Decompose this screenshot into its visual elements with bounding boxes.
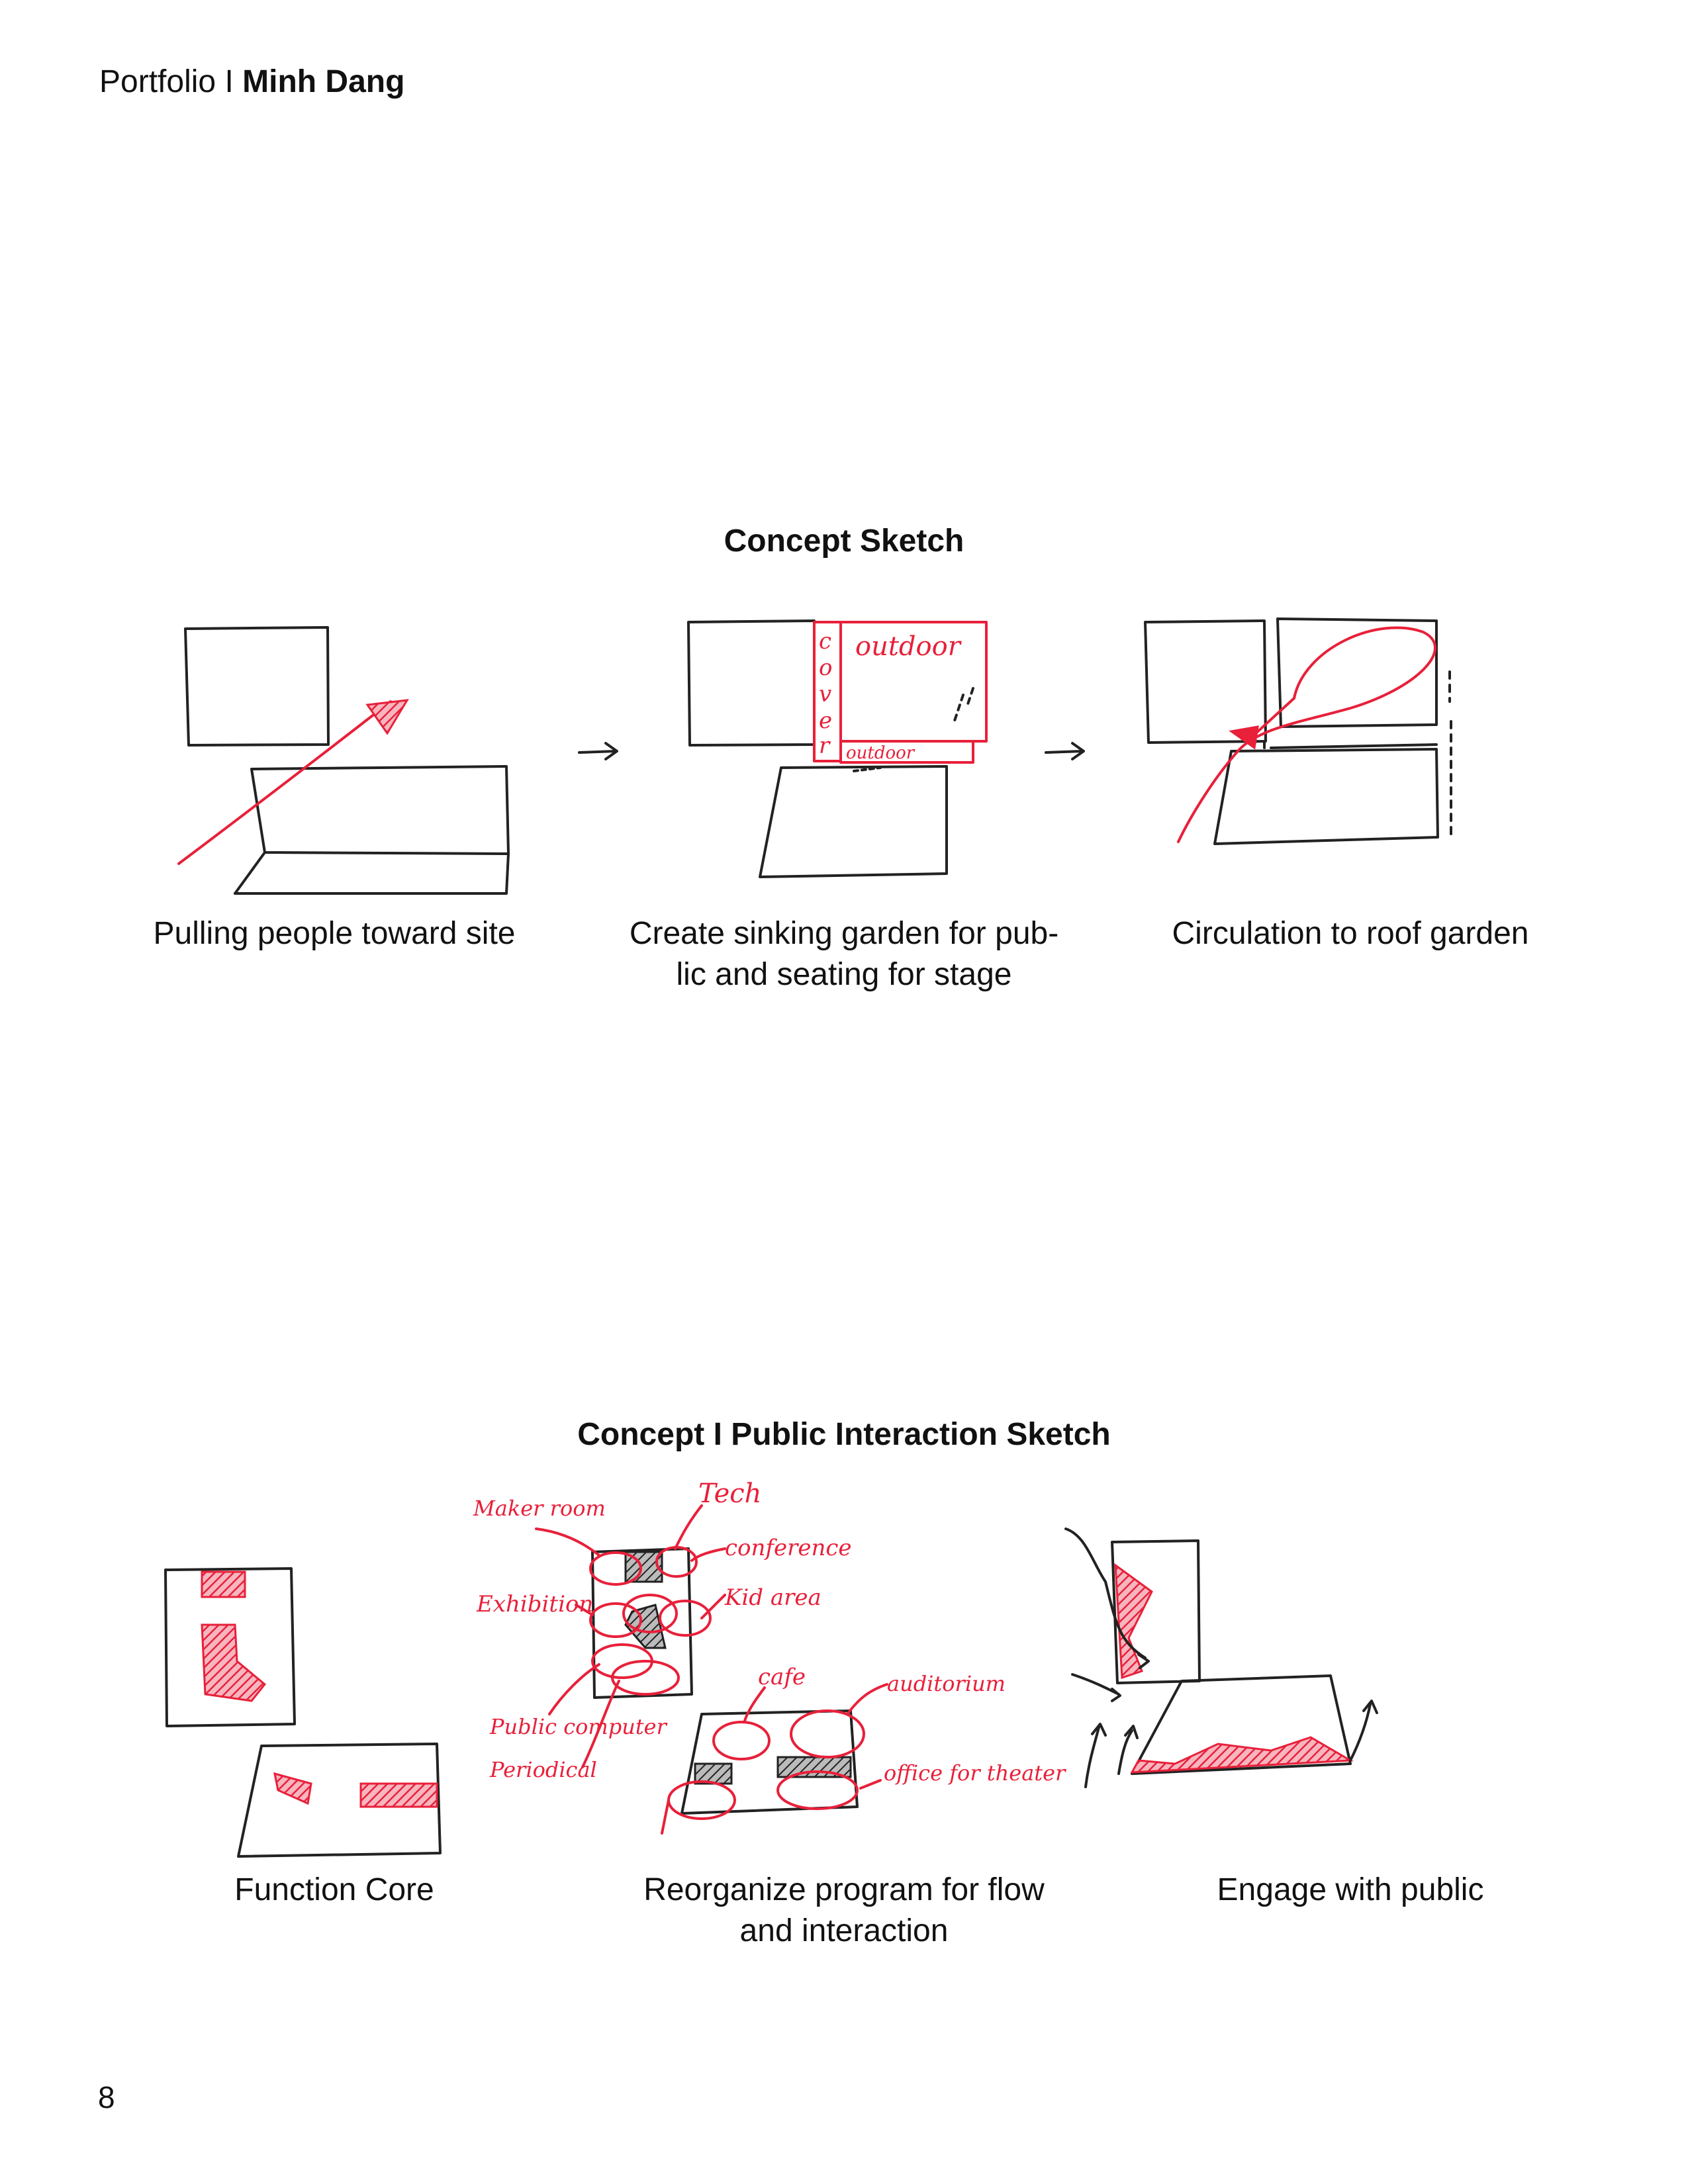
svg-text:e: e xyxy=(819,707,832,734)
sketch-building-block xyxy=(591,1547,693,1699)
flow-arrow-icon xyxy=(1045,742,1085,760)
sketch-site-plane xyxy=(759,765,948,878)
caption-function-core: Function Core xyxy=(234,1872,434,1907)
label-outdoor-bottom: outdoor xyxy=(846,743,915,763)
label-cafe: cafe xyxy=(758,1664,806,1690)
sketch-circulation-path xyxy=(1177,626,1436,843)
label-outdoor-top: outdoor xyxy=(855,631,962,662)
page-header: Portfolio I Minh Dang xyxy=(99,66,404,98)
sketch-building-block xyxy=(164,1567,296,1727)
sketch-program-bubble xyxy=(790,1709,865,1758)
sketch-program-bubble xyxy=(622,1594,678,1633)
sketch-site-plane xyxy=(1131,1674,1352,1775)
sketch-building-block xyxy=(1144,619,1267,744)
sketch-engage-hatch xyxy=(1114,1563,1153,1680)
label-public-computer: Public computer xyxy=(489,1714,668,1739)
sketch-program-bubble xyxy=(659,1600,712,1637)
sketch-program-bubble xyxy=(712,1721,771,1760)
section-title-public-interaction: Concept I Public Interaction Sketch xyxy=(577,1417,1111,1452)
sketch-site-plane xyxy=(237,1743,442,1858)
sketch-line xyxy=(234,852,510,895)
label-kid-area: Kid area xyxy=(724,1584,821,1611)
sketch-site-plane xyxy=(1213,748,1439,845)
sketch-roof-block xyxy=(1276,617,1438,728)
sketch-building-block xyxy=(687,619,816,747)
sketch-program-bubble xyxy=(611,1660,680,1696)
label-maker-room: Maker room xyxy=(473,1496,606,1521)
sketch-program-bubble xyxy=(589,1551,642,1586)
sketch-core-hatch xyxy=(273,1772,312,1805)
svg-text:v: v xyxy=(819,681,831,707)
sketch-arrow-path xyxy=(177,700,392,865)
label-tech: Tech xyxy=(698,1479,761,1509)
svg-text:r: r xyxy=(819,733,831,759)
sketch-program-bubble xyxy=(776,1770,859,1810)
sketch-sinking-garden: c o v e r outdoor outdoor xyxy=(687,619,988,878)
flow-arrow-icon xyxy=(578,742,618,760)
label-periodical: Periodical xyxy=(489,1757,597,1782)
sketch-program-reorganization: Maker room Tech conference Exhibition Ki… xyxy=(473,1479,1066,1835)
svg-text:o: o xyxy=(819,655,832,681)
section-title-concept-sketch: Concept Sketch xyxy=(724,523,964,559)
header-prefix: Portfolio xyxy=(99,64,216,99)
sketch-pulling-people xyxy=(177,626,510,895)
sketch-line xyxy=(234,851,266,895)
label-exhibition: Exhibition xyxy=(476,1591,593,1617)
sketch-arrowhead xyxy=(1229,725,1259,750)
caption-pulling-people: Pulling people toward site xyxy=(153,916,516,951)
sketch-core-hatch xyxy=(201,1570,246,1598)
sketch-flow-arrow xyxy=(1071,1673,1121,1702)
sketch-function-core xyxy=(164,1567,442,1858)
sketch-arrowhead xyxy=(365,699,409,735)
sketch-building-block xyxy=(184,626,330,747)
sketch-flow-arrow xyxy=(1084,1723,1107,1788)
sketch-flow-arrow xyxy=(1117,1725,1139,1775)
caption-roof-circulation: Circulation to roof garden xyxy=(1172,916,1529,951)
sketch-flow-arrow xyxy=(1064,1527,1147,1659)
sketch-circulation-path xyxy=(1253,697,1295,736)
label-cover: c xyxy=(819,628,831,655)
page-number: 8 xyxy=(98,2080,115,2115)
sketch-program-bubble xyxy=(589,1602,642,1638)
caption-sinking-garden: Create sinking garden for pub- lic and s… xyxy=(629,916,1059,992)
sketch-flow-arrow xyxy=(1349,1700,1378,1762)
sketch-core-hatch xyxy=(359,1782,438,1808)
sketch-core-hatch xyxy=(201,1623,267,1702)
sketch-engage-public xyxy=(1064,1527,1378,1788)
header-author: Minh Dang xyxy=(242,64,405,99)
header-separator: I xyxy=(224,64,234,99)
sketch-outdoor-strip xyxy=(839,740,974,764)
label-office-for-theater: office for theater xyxy=(884,1760,1066,1786)
sketch-site-plane xyxy=(680,1709,859,1815)
sketch-roof-circulation xyxy=(1144,617,1452,845)
sketch-line xyxy=(1263,740,1438,749)
caption-program-reorganization: Reorganize program for flow and interact… xyxy=(643,1872,1045,1948)
label-conference: conference xyxy=(725,1535,852,1561)
caption-engage-public: Engage with public xyxy=(1217,1872,1484,1907)
label-auditorium: auditorium xyxy=(887,1671,1006,1696)
sketch-engage-hatch xyxy=(1130,1736,1354,1774)
